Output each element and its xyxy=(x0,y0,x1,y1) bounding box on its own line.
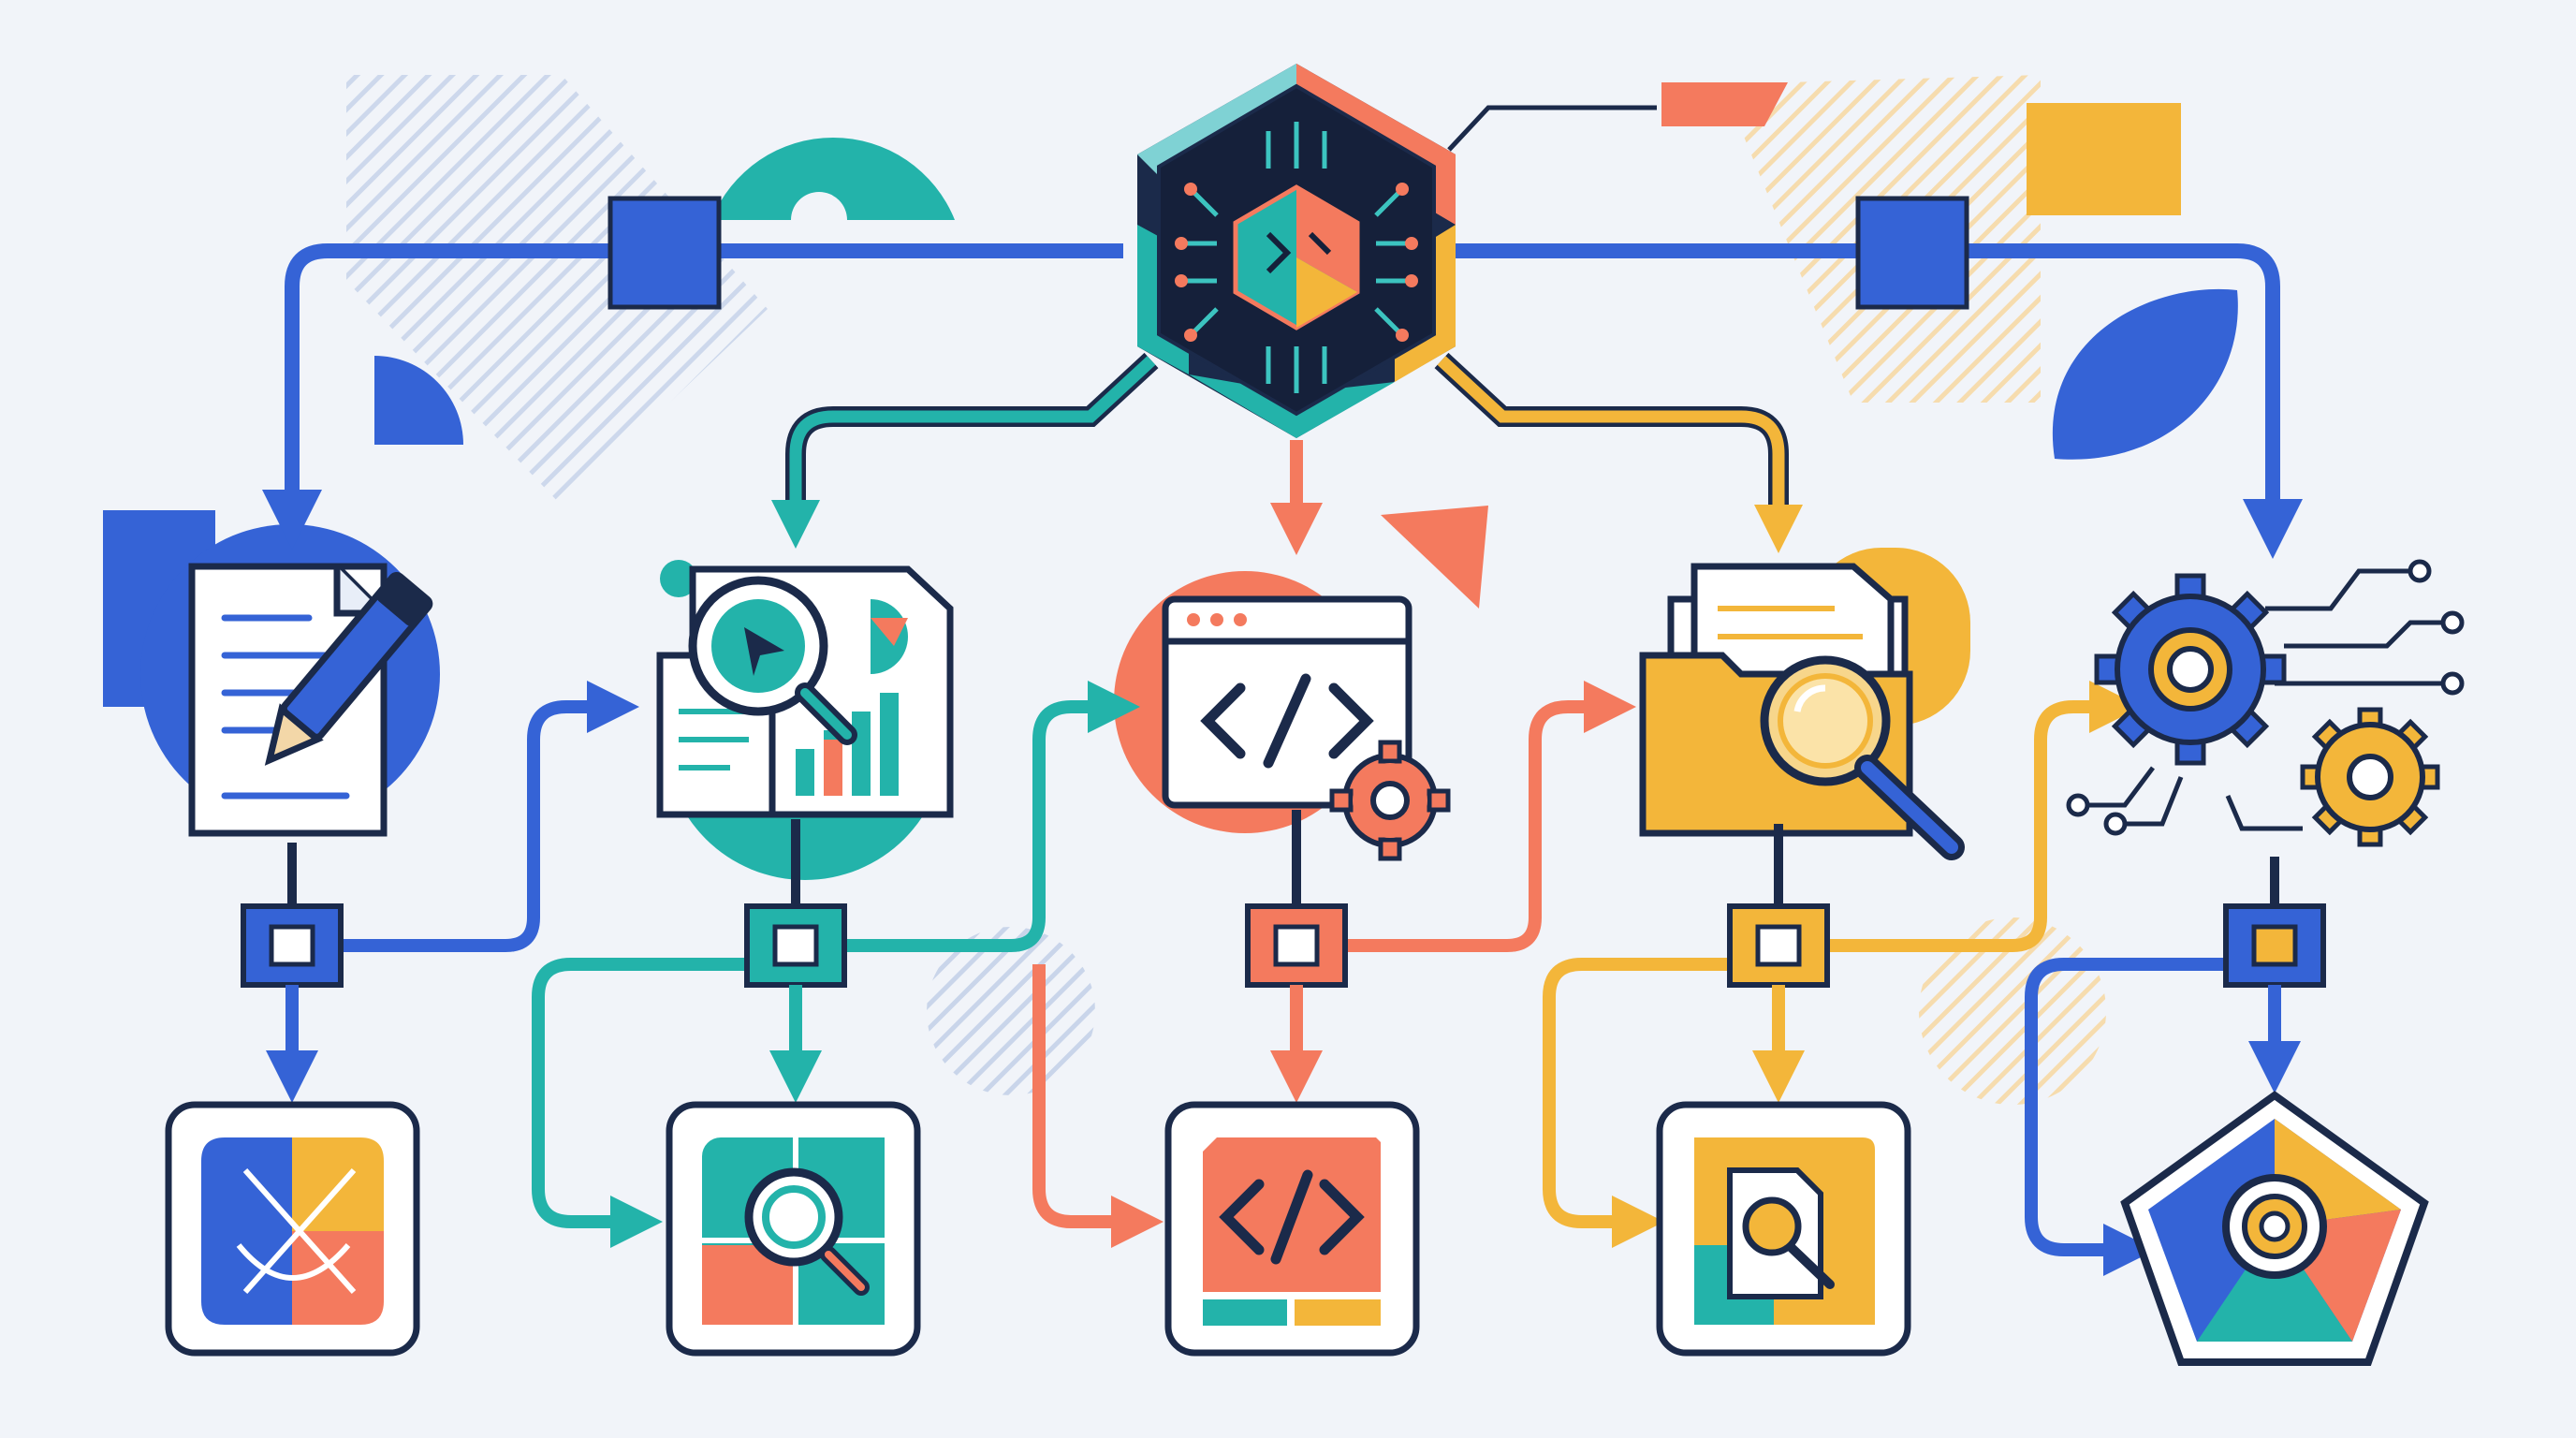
column-3 xyxy=(1162,595,1451,1357)
search-tile-icon xyxy=(666,1101,921,1357)
column-4 xyxy=(1639,563,1965,1357)
rail-node-right xyxy=(1855,196,1969,310)
approval-tile-icon xyxy=(165,1101,420,1357)
column-1 xyxy=(165,563,433,1357)
column-5 xyxy=(2066,559,2465,1366)
folder-search-icon xyxy=(1639,563,1965,860)
node-square-4 xyxy=(1727,903,1830,988)
ai-chip-icon xyxy=(1137,64,1456,438)
document-edit-icon xyxy=(188,563,433,837)
hub-branches xyxy=(771,352,1803,555)
cross-connectors xyxy=(332,681,2242,1276)
gears-circuit-icon xyxy=(2066,559,2465,847)
column-2 xyxy=(656,565,954,1357)
target-pentagon-icon xyxy=(2120,1091,2429,1366)
rail-node-left xyxy=(607,196,722,310)
top-connector-rail xyxy=(262,105,2303,559)
code-tile-icon xyxy=(1164,1101,1420,1357)
document-search-tile-icon xyxy=(1656,1101,1911,1357)
data-analysis-icon xyxy=(656,565,954,818)
code-window-icon xyxy=(1162,595,1451,861)
